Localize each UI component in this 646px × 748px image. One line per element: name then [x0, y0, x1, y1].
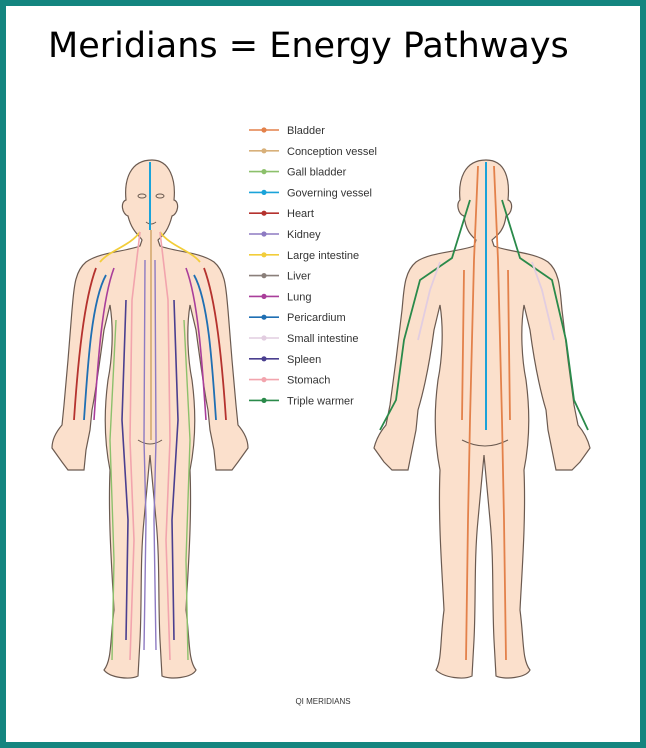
legend-item: Pericardium [249, 312, 346, 324]
legend-item: Stomach [249, 375, 330, 387]
legend-swatch-dot [261, 190, 266, 195]
legend-label: Triple warmer [287, 395, 354, 407]
legend-item: Heart [249, 208, 314, 220]
figure-caption: QI MERIDIANS [0, 697, 646, 706]
legend-swatch-dot [261, 252, 266, 257]
legend-swatch-dot [261, 377, 266, 382]
legend-item: Triple warmer [249, 395, 354, 407]
legend-swatch-dot [261, 335, 266, 340]
legend-item: Kidney [249, 229, 321, 241]
front-body-silhouette [52, 160, 248, 678]
legend-label: Stomach [287, 375, 330, 387]
legend-swatch-dot [261, 127, 266, 132]
legend-label: Pericardium [287, 312, 346, 324]
back-body-silhouette [374, 160, 590, 678]
legend-label: Gall bladder [287, 167, 347, 179]
legend-item: Gall bladder [249, 167, 347, 179]
legend-item: Small intestine [249, 333, 359, 345]
legend-item: Liver [249, 271, 311, 283]
legend-label: Large intestine [287, 250, 359, 262]
legend-item: Spleen [249, 354, 321, 366]
legend-swatch-dot [261, 231, 266, 236]
legend-swatch-dot [261, 148, 266, 153]
back-body-figure [374, 160, 590, 678]
legend-swatch-dot [261, 315, 266, 320]
legend-item: Governing vessel [249, 187, 372, 199]
legend-swatch-dot [261, 294, 266, 299]
legend-label: Conception vessel [287, 146, 377, 158]
legend-swatch-dot [261, 273, 266, 278]
legend-label: Heart [287, 208, 314, 220]
legend-label: Liver [287, 271, 311, 283]
legend-swatch-dot [261, 356, 266, 361]
legend-label: Lung [287, 291, 311, 303]
legend-swatch-dot [261, 398, 266, 403]
legend-item: Conception vessel [249, 146, 377, 158]
front-body-figure [52, 160, 248, 678]
legend-swatch-dot [261, 211, 266, 216]
legend-label: Governing vessel [287, 187, 372, 199]
legend-item: Bladder [249, 125, 325, 137]
legend-label: Kidney [287, 229, 321, 241]
legend-item: Large intestine [249, 250, 359, 262]
legend-label: Bladder [287, 125, 325, 137]
legend-item: Lung [249, 291, 311, 303]
legend-label: Spleen [287, 354, 321, 366]
legend-swatch-dot [261, 169, 266, 174]
legend-label: Small intestine [287, 333, 359, 345]
